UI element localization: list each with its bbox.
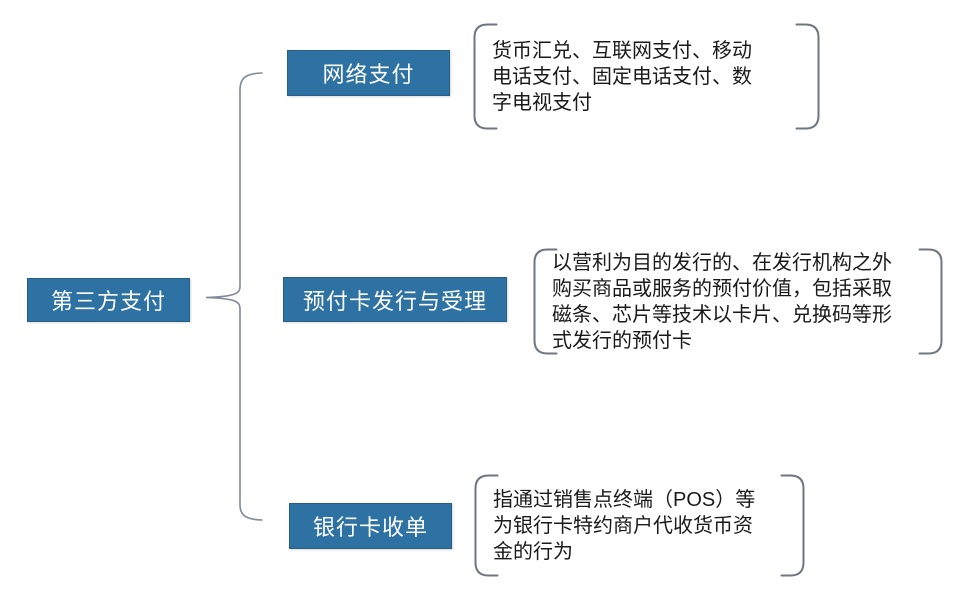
branch-node-prepaid-card: 预付卡发行与受理 (283, 277, 507, 322)
desc-line: 以营利为目的发行的、在发行机构之外 (552, 251, 892, 274)
desc-network-payment: 货币汇兑、互联网支付、移动 电话支付、固定电话支付、数 字电视支付 (473, 23, 820, 130)
branch-node-network-payment: 网络支付 (287, 50, 450, 96)
desc-text-block: 指通过销售点终端（POS）等 为银行卡特约商户代收货币资 金的行为 (474, 474, 805, 577)
branch-node-bankcard-acquiring: 银行卡收单 (289, 503, 452, 549)
desc-line: 指通过销售点终端（POS）等 (493, 488, 756, 511)
desc-line: 电话支付、固定电话支付、数 (492, 65, 752, 88)
desc-line: 磁条、芯片等技术以卡片、兑换码等形 (552, 303, 892, 326)
desc-line: 购买商品或服务的预付价值，包括采取 (552, 277, 892, 300)
desc-prepaid-card: 以营利为目的发行的、在发行机构之外 购买商品或服务的预付价值，包括采取 磁条、芯… (533, 248, 943, 355)
desc-bankcard-acquiring: 指通过销售点终端（POS）等 为银行卡特约商户代收货币资 金的行为 (474, 474, 805, 577)
desc-line: 式发行的预付卡 (552, 329, 692, 352)
brace-path (205, 72, 263, 521)
root-node: 第三方支付 (27, 278, 190, 322)
desc-line: 字电视支付 (492, 91, 592, 114)
desc-text-block: 货币汇兑、互联网支付、移动 电话支付、固定电话支付、数 字电视支付 (473, 23, 820, 130)
desc-line: 货币汇兑、互联网支付、移动 (492, 39, 752, 62)
desc-line: 金的行为 (493, 540, 573, 563)
desc-line: 为银行卡特约商户代收货币资 (493, 514, 753, 537)
desc-text-block: 以营利为目的发行的、在发行机构之外 购买商品或服务的预付价值，包括采取 磁条、芯… (533, 248, 943, 355)
